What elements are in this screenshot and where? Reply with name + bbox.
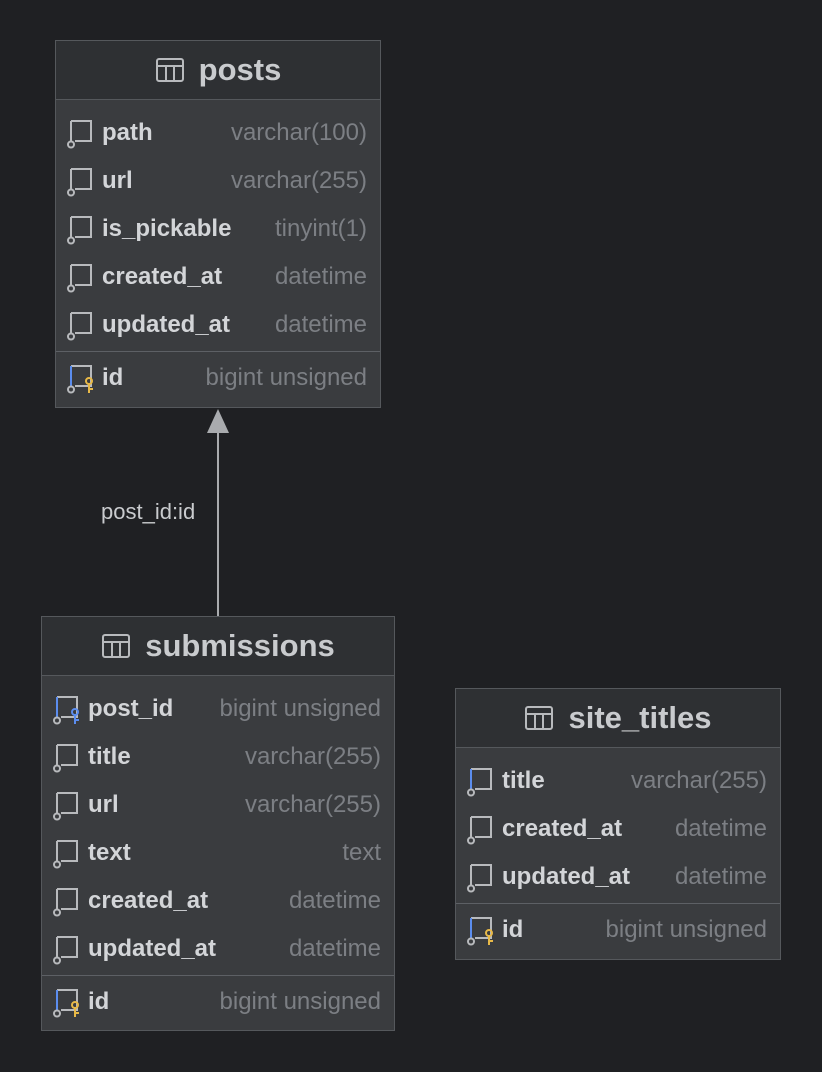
column-name: post_id (88, 695, 174, 722)
column-row[interactable]: url varchar(255) (42, 781, 394, 829)
column-row[interactable]: url varchar(255) (56, 157, 380, 205)
arrowhead-icon (207, 409, 229, 433)
key-row[interactable]: id bigint unsigned (42, 978, 394, 1026)
table-icon (101, 633, 131, 659)
column-icon (65, 213, 97, 245)
table-header: site_titles (456, 689, 780, 748)
column-type: varchar(100) (230, 119, 367, 146)
key-list: id bigint unsigned (56, 351, 380, 406)
column-row[interactable]: title varchar(255) (456, 757, 780, 805)
indexed-column-icon (465, 765, 497, 797)
column-type: datetime (288, 935, 381, 962)
table-header: submissions (42, 617, 394, 676)
column-icon (51, 885, 83, 917)
column-type: text (342, 839, 381, 866)
column-icon (51, 789, 83, 821)
column-row[interactable]: created_at datetime (42, 877, 394, 925)
table-title: submissions (145, 628, 335, 663)
column-row[interactable]: updated_at datetime (42, 925, 394, 973)
key-list: id bigint unsigned (456, 903, 780, 958)
column-type: bigint unsigned (205, 364, 367, 391)
column-type: datetime (674, 863, 767, 890)
column-type: bigint unsigned (219, 988, 381, 1015)
column-icon (51, 933, 83, 965)
column-row[interactable]: created_at datetime (56, 253, 380, 301)
column-type: varchar(255) (630, 767, 767, 794)
column-icon (65, 117, 97, 149)
column-icon (51, 741, 83, 773)
column-name: url (88, 791, 119, 818)
table-icon (155, 57, 185, 83)
column-type: datetime (674, 815, 767, 842)
table-header: posts (56, 41, 380, 100)
column-type: bigint unsigned (219, 695, 381, 722)
column-name: id (88, 988, 110, 1015)
key-list: id bigint unsigned (42, 975, 394, 1030)
primary-key-icon (51, 986, 83, 1018)
column-row[interactable]: title varchar(255) (42, 733, 394, 781)
table-title: site_titles (568, 700, 712, 735)
column-type: datetime (288, 887, 381, 914)
key-row[interactable]: id bigint unsigned (56, 354, 380, 402)
table-title: posts (198, 52, 282, 87)
column-type: datetime (274, 263, 367, 290)
column-row[interactable]: is_pickable tinyint(1) (56, 205, 380, 253)
column-icon (65, 165, 97, 197)
column-name: path (102, 119, 153, 146)
column-row[interactable]: text text (42, 829, 394, 877)
column-row[interactable]: post_id bigint unsigned (42, 685, 394, 733)
column-name: text (88, 839, 131, 866)
key-row[interactable]: id bigint unsigned (456, 906, 780, 954)
table-icon (524, 705, 554, 731)
column-row[interactable]: path varchar(100) (56, 109, 380, 157)
column-name: id (102, 364, 124, 391)
column-list: path varchar(100) url varchar(255) is_pickab… (56, 100, 380, 351)
column-name: created_at (102, 263, 223, 290)
foreign-key-icon (51, 693, 83, 725)
column-name: id (502, 916, 524, 943)
column-name: created_at (502, 815, 623, 842)
column-icon (65, 261, 97, 293)
column-name: title (502, 767, 545, 794)
relation-label: post_id:id (101, 499, 196, 524)
column-name: updated_at (88, 935, 217, 962)
column-name: created_at (88, 887, 209, 914)
column-type: datetime (274, 311, 367, 338)
column-name: updated_at (102, 311, 231, 338)
column-type: bigint unsigned (605, 916, 767, 943)
column-name: updated_at (502, 863, 631, 890)
column-icon (65, 309, 97, 341)
column-icon (465, 861, 497, 893)
primary-key-icon (465, 914, 497, 946)
column-row[interactable]: updated_at datetime (456, 853, 780, 901)
column-name: title (88, 743, 131, 770)
column-type: varchar(255) (244, 743, 381, 770)
table-posts[interactable]: posts path varchar(100) url varchar(255) is_… (55, 40, 381, 408)
column-row[interactable]: updated_at datetime (56, 301, 380, 349)
column-name: url (102, 167, 133, 194)
column-row[interactable]: created_at datetime (456, 805, 780, 853)
column-icon (465, 813, 497, 845)
column-type: tinyint(1) (274, 215, 367, 242)
primary-key-icon (65, 362, 97, 394)
column-icon (51, 837, 83, 869)
column-type: varchar(255) (244, 791, 381, 818)
column-name: is_pickable (102, 215, 232, 242)
column-type: varchar(255) (230, 167, 367, 194)
